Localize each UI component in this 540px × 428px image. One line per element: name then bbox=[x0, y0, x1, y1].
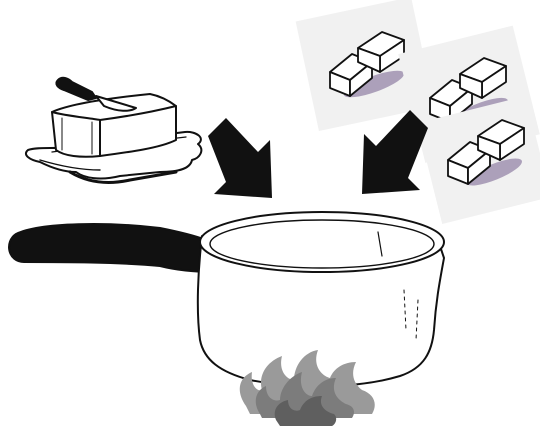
saucepan-illustration bbox=[9, 212, 444, 386]
arrow-down-right-icon bbox=[208, 118, 272, 198]
sugar-cubes-illustration bbox=[296, 0, 540, 224]
butter-dish-illustration bbox=[26, 78, 201, 183]
saucepan-handle bbox=[9, 224, 214, 272]
arrow-down-left-icon bbox=[362, 110, 428, 194]
knife bbox=[56, 78, 96, 100]
saucepan-rim bbox=[200, 212, 444, 272]
